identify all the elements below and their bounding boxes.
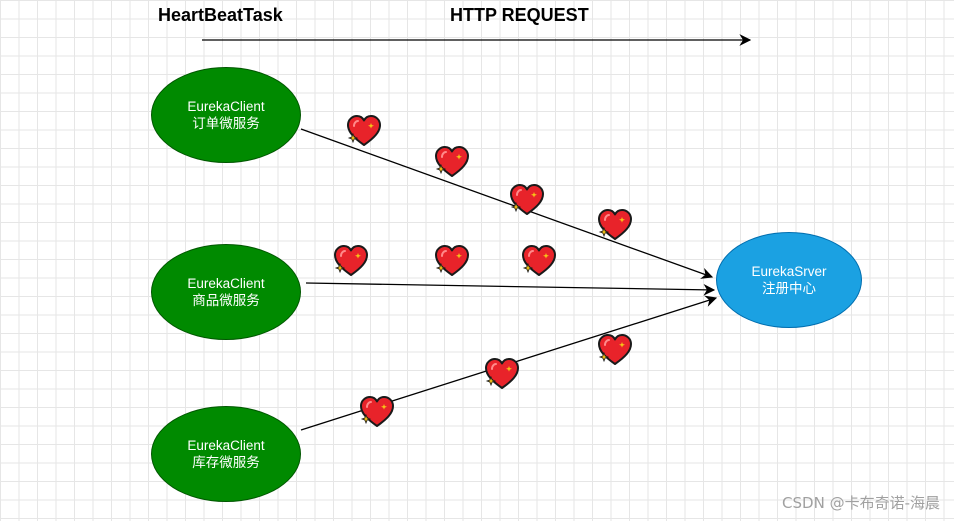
sparkling-heart-icon bbox=[485, 358, 519, 389]
sparkling-heart-icon bbox=[360, 396, 394, 427]
sparkling-heart-icon bbox=[510, 184, 544, 215]
node-sublabel: 注册中心 bbox=[762, 281, 816, 296]
watermark: CSDN @卡布奇诺-海晨 bbox=[782, 494, 940, 512]
node-sublabel: 商品微服务 bbox=[192, 293, 260, 308]
sparkling-heart-icon bbox=[347, 115, 381, 146]
sparkling-heart-icon bbox=[334, 245, 368, 276]
node-label: EurekaSrver bbox=[751, 264, 827, 279]
stock-service-node[interactable]: EurekaClient 库存微服务 bbox=[151, 406, 301, 502]
sparkling-heart-icon bbox=[435, 146, 469, 177]
http-request-title: HTTP REQUEST bbox=[450, 5, 589, 25]
sparkling-heart-icon bbox=[435, 245, 469, 276]
sparkling-heart-icon bbox=[598, 209, 632, 240]
node-label: EurekaClient bbox=[187, 99, 265, 114]
node-sublabel: 库存微服务 bbox=[192, 455, 260, 470]
node-label: EurekaClient bbox=[187, 438, 265, 453]
heartbeat-task-title: HeartBeatTask bbox=[158, 5, 283, 25]
sparkling-heart-icon bbox=[598, 334, 632, 365]
goods-to-server-arrow bbox=[305, 282, 716, 296]
node-label: EurekaClient bbox=[187, 276, 265, 291]
eureka-server-node[interactable]: EurekaSrver 注册中心 bbox=[716, 232, 862, 328]
goods-service-node[interactable]: EurekaClient 商品微服务 bbox=[151, 244, 301, 340]
sparkling-heart-icon bbox=[522, 245, 556, 276]
order-service-node[interactable]: EurekaClient 订单微服务 bbox=[151, 67, 301, 163]
order-to-server-arrow bbox=[300, 128, 714, 279]
node-sublabel: 订单微服务 bbox=[192, 116, 260, 131]
